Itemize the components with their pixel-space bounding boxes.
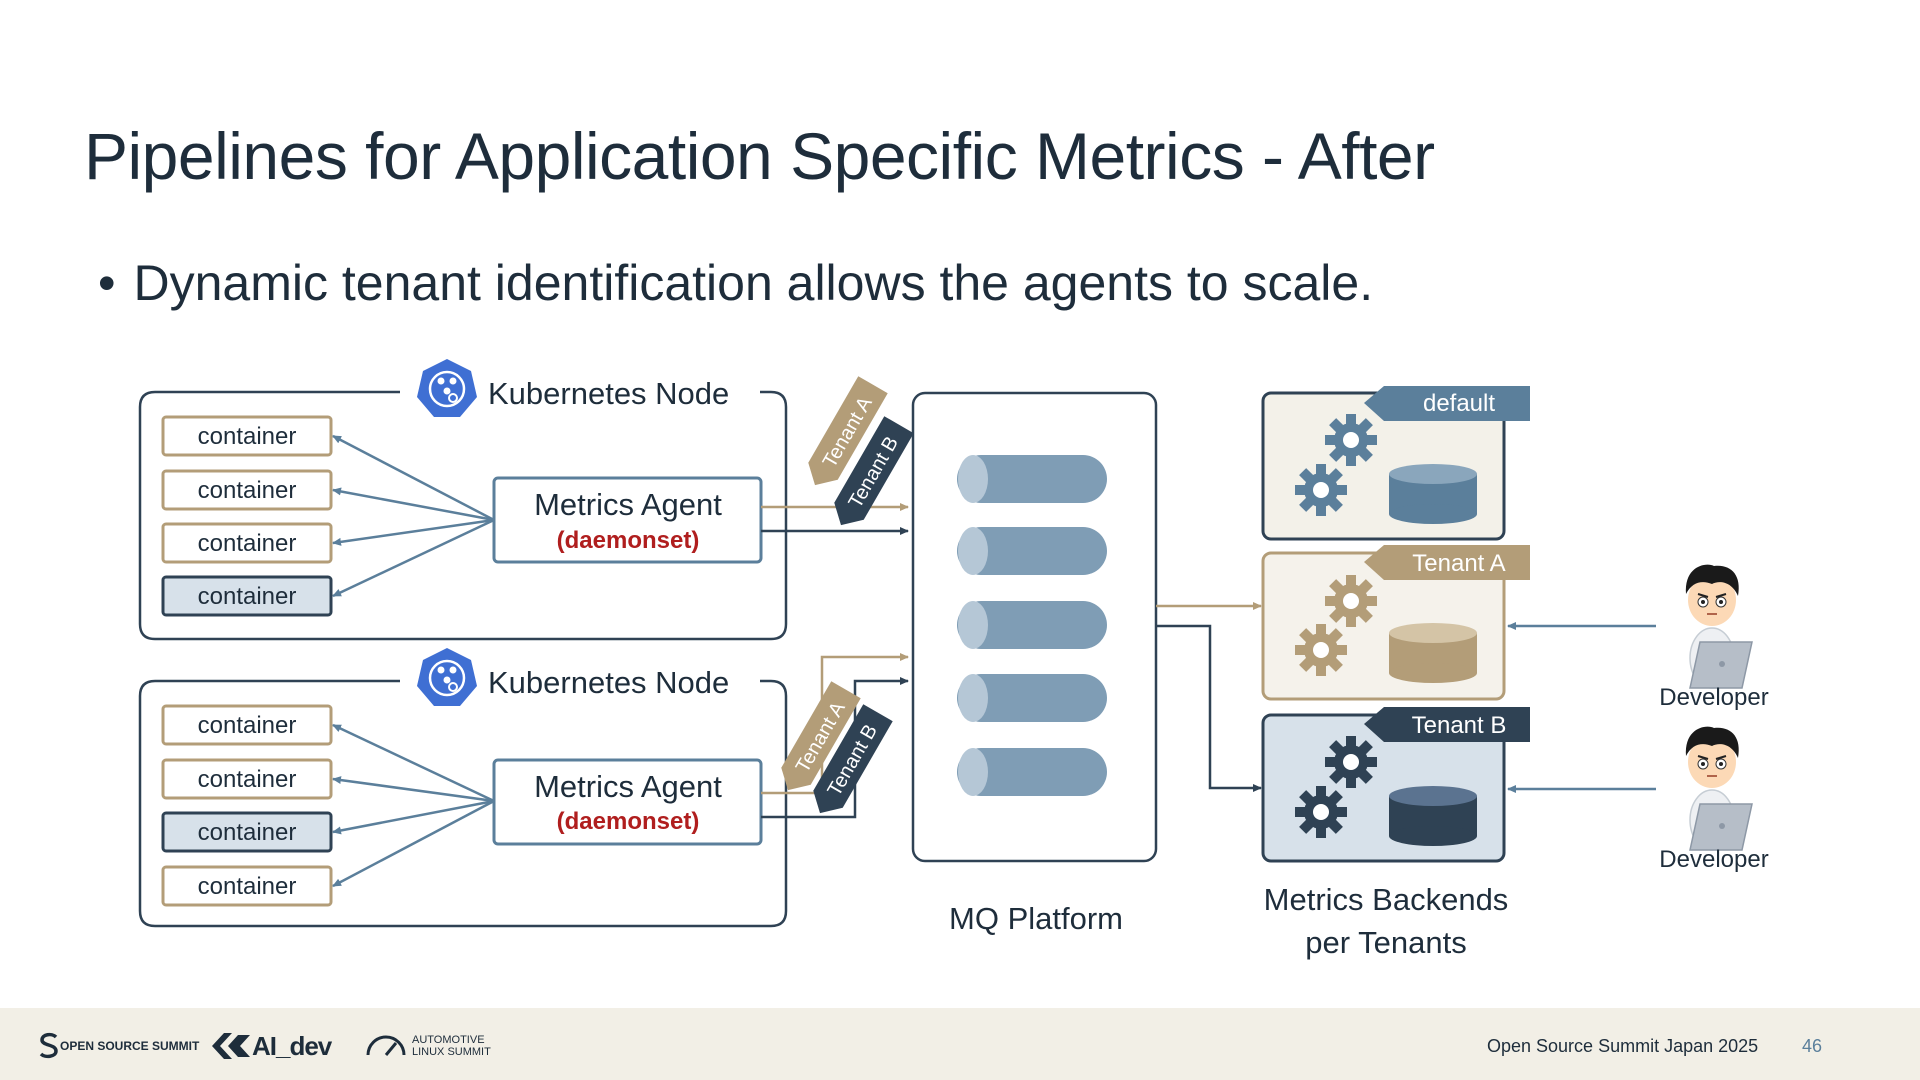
agent-to-container-arrows xyxy=(332,434,495,598)
backend-tag xyxy=(1364,386,1530,421)
metrics-agent-subtitle: (daemonset) xyxy=(557,808,700,835)
als-gauge-icon xyxy=(366,1035,406,1056)
container-label: container xyxy=(198,423,297,450)
node-label: Kubernetes Node xyxy=(488,665,729,700)
container-box xyxy=(161,415,333,457)
gear-icon xyxy=(1295,464,1347,516)
developer-icon xyxy=(1684,563,1753,689)
backend-tag-label: default xyxy=(1423,390,1495,417)
container-box-highlighted xyxy=(161,811,333,853)
backend-tag xyxy=(1364,707,1530,742)
oss-logo-text: OPEN SOURCE SUMMIT xyxy=(60,1039,200,1053)
agent-to-container-arrows xyxy=(332,723,495,888)
container-label: container xyxy=(198,477,297,504)
kubernetes-node-2: Kubernetes Node container container cont… xyxy=(138,646,909,928)
backend-tag xyxy=(1364,545,1530,580)
kubernetes-icon xyxy=(415,646,479,708)
container-label: container xyxy=(198,583,297,610)
queue-icon xyxy=(957,674,1107,722)
event-name: Open Source Summit Japan 2025 xyxy=(1487,1036,1759,1056)
metrics-agent-title: Metrics Agent xyxy=(534,487,722,522)
backend-tag-label: Tenant A xyxy=(1412,550,1505,577)
mq-to-tenant-b-arrow xyxy=(1156,624,1262,792)
backend-tag-label: Tenant B xyxy=(1412,712,1507,739)
backend-tenant-b: Tenant B xyxy=(1261,707,1530,863)
slide-bullet: • Dynamic tenant identification allows th… xyxy=(98,254,1373,312)
als-line2: LINUX SUMMIT xyxy=(412,1046,491,1058)
queue-icon xyxy=(957,455,1107,503)
container-label: container xyxy=(198,766,297,793)
container-box xyxy=(161,704,333,746)
mq-platform: MQ Platform xyxy=(911,391,1158,936)
container-label: container xyxy=(198,873,297,900)
backend-default: default xyxy=(1261,386,1530,541)
gear-icon xyxy=(1325,414,1377,466)
developer-label: Developer xyxy=(1659,684,1768,711)
developer-label: Developer xyxy=(1659,846,1768,873)
als-line1: AUTOMOTIVE xyxy=(412,1034,485,1046)
kubernetes-icon xyxy=(415,357,479,419)
metrics-agent-subtitle: (daemonset) xyxy=(557,527,700,554)
container-label: container xyxy=(198,712,297,739)
container-box xyxy=(161,865,333,907)
database-icon xyxy=(1389,623,1477,683)
container-label: container xyxy=(198,530,297,557)
container-box xyxy=(161,522,333,564)
architecture-diagram: Kubernetes Node container container cont… xyxy=(138,357,1769,960)
ai-dev-mark-icon xyxy=(212,1033,250,1059)
container-box xyxy=(161,469,333,511)
ai-dev-logo-text: AI_dev xyxy=(252,1030,332,1061)
mq-platform-label: MQ Platform xyxy=(949,901,1123,936)
metrics-agent-box xyxy=(492,476,763,564)
gear-icon xyxy=(1325,575,1377,627)
bullet-dot: • xyxy=(98,255,116,311)
developer-icon xyxy=(1684,725,1753,851)
automotive-linux-summit-logo: AUTOMOTIVE LINUX SUMMIT xyxy=(364,1030,491,1062)
container-label: container xyxy=(198,819,297,846)
backend-tenant-a: Tenant A xyxy=(1261,545,1530,701)
open-source-summit-logo: OPEN SOURCE SUMMIT xyxy=(38,1030,199,1062)
database-icon xyxy=(1389,464,1477,524)
queue-icon xyxy=(957,748,1107,796)
metrics-agent-box xyxy=(492,758,763,846)
bullet-text: Dynamic tenant identification allows the… xyxy=(133,255,1374,311)
kubernetes-node-1: Kubernetes Node container container cont… xyxy=(138,357,914,641)
page-number: 46 xyxy=(1802,1036,1823,1056)
gear-icon xyxy=(1295,624,1347,676)
container-box xyxy=(161,758,333,800)
queue-icon xyxy=(957,527,1107,575)
gear-icon xyxy=(1295,786,1347,838)
backends-caption-line1: Metrics Backends xyxy=(1264,882,1509,917)
gear-icon xyxy=(1325,736,1377,788)
queue-icon xyxy=(957,601,1107,649)
ai-dev-logo: AI_dev xyxy=(212,1030,332,1062)
footer-bar: OPEN SOURCE SUMMIT AI_dev AUTOMOTIVE LIN… xyxy=(0,1008,1920,1080)
slide-title: Pipelines for Application Specific Metri… xyxy=(84,119,1435,193)
container-box-highlighted xyxy=(161,575,333,617)
node-label: Kubernetes Node xyxy=(488,376,729,411)
oss-s-icon xyxy=(39,1032,58,1059)
database-icon xyxy=(1389,786,1477,846)
backends-caption-line2: per Tenants xyxy=(1305,925,1466,960)
als-text: AUTOMOTIVE LINUX SUMMIT xyxy=(412,1034,491,1058)
metrics-agent-title: Metrics Agent xyxy=(534,769,722,804)
